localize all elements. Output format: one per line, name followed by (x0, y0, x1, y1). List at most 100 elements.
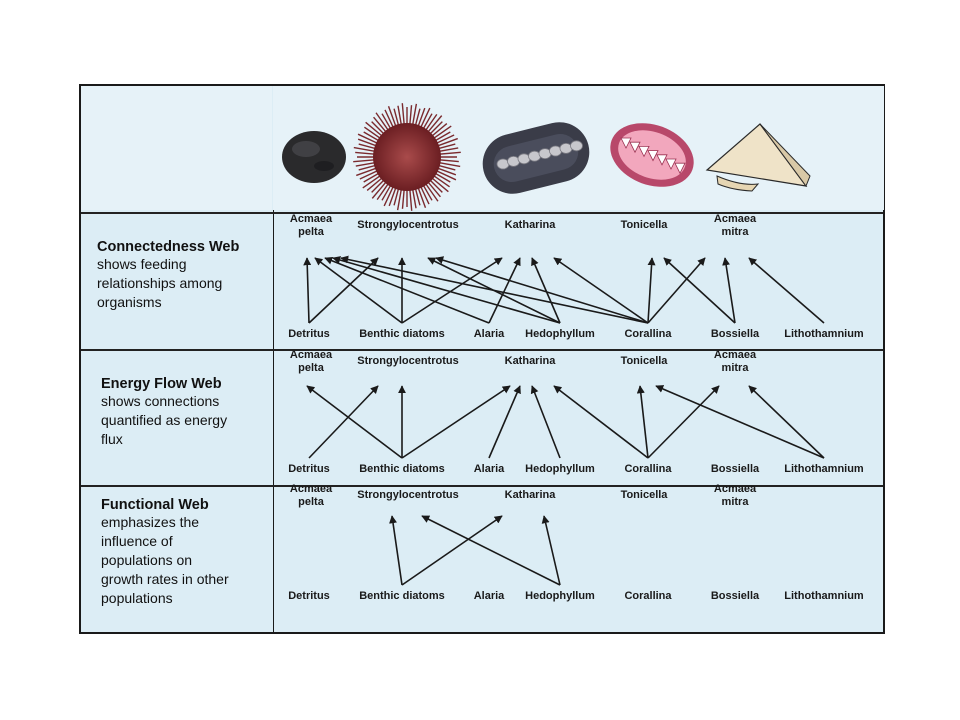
feeding-arrow (308, 385, 379, 459)
feeding-arrow (647, 257, 706, 324)
resource-label: Hedophyllum (525, 328, 595, 340)
consumer-label: pelta (298, 362, 325, 374)
feeding-arrow (401, 385, 511, 459)
consumer-label: mitra (722, 362, 750, 374)
row-description-line: growth rates in other (101, 571, 229, 587)
chiton-plate (629, 141, 641, 154)
feeding-arrow (647, 257, 656, 324)
resource-label: Corallina (624, 328, 672, 340)
feeding-arrow (488, 257, 521, 324)
resource-label: Alaria (474, 590, 505, 602)
chiton-plate (570, 140, 583, 152)
black-snail-icon (282, 131, 346, 183)
resource-label: Detritus (288, 328, 330, 340)
row-description-line: influence of (101, 533, 173, 549)
consumer-label: mitra (722, 496, 750, 508)
row-description-line: organisms (97, 294, 162, 310)
feeding-arrow (553, 257, 649, 324)
feeding-arrow (308, 257, 379, 324)
chiton-plate (620, 137, 632, 149)
row-divider-2 (81, 349, 883, 351)
chiton-tonicella-icon (610, 123, 694, 187)
feeding-arrow (647, 385, 720, 459)
resource-label: Lithothamnium (784, 328, 864, 340)
row-heading: Functional Web (101, 497, 209, 513)
consumer-label: Katharina (505, 219, 557, 231)
resource-label: Bossiella (711, 590, 760, 602)
consumer-label: Strongylocentrotus (357, 219, 458, 231)
consumer-label: mitra (722, 226, 750, 238)
feeding-arrow (748, 257, 825, 324)
limpet-cone-icon (705, 123, 811, 192)
feeding-arrow (314, 257, 403, 324)
row-divider-3 (81, 485, 883, 487)
resource-label: Bossiella (711, 328, 760, 340)
functional-web-title: Functional Web emphasizes the influence … (101, 497, 293, 608)
chiton-plate (674, 162, 686, 175)
feeding-arrow (303, 257, 312, 324)
consumer-label: Acmaea (714, 213, 757, 225)
consumer-label: Acmaea (290, 483, 333, 495)
resource-label: Corallina (624, 463, 672, 475)
resource-label: Detritus (288, 463, 330, 475)
feeding-arrow (324, 256, 490, 324)
resource-label: Hedophyllum (525, 463, 595, 475)
row-heading: Energy Flow Web (101, 376, 222, 392)
consumer-label: Acmaea (714, 483, 757, 495)
resource-label: Lithothamnium (784, 463, 864, 475)
feeding-arrow (663, 257, 736, 324)
feeding-arrow (401, 257, 503, 324)
feeding-arrow (401, 515, 503, 586)
consumer-label: Tonicella (621, 355, 669, 367)
row-divider-1 (81, 212, 883, 214)
energy-flow-web-title: Energy Flow Web shows connections quanti… (101, 376, 293, 449)
row-description-line: emphasizes the (101, 514, 200, 530)
column-divider (273, 86, 274, 632)
feeding-arrow (722, 257, 736, 324)
consumer-label: pelta (298, 496, 325, 508)
resource-label: Alaria (474, 328, 505, 340)
sea-urchin-icon (353, 103, 461, 211)
connectedness-web-title: Connectedness Web shows feeding relation… (97, 239, 289, 312)
row-description-line: flux (101, 431, 123, 447)
feeding-arrow (421, 515, 561, 586)
resource-label: Alaria (474, 463, 505, 475)
chiton-plate (647, 150, 659, 162)
row-description-line: relationships among (97, 275, 223, 291)
resource-label: Bossiella (711, 463, 760, 475)
feeding-arrow (636, 385, 649, 459)
feeding-arrow (488, 385, 521, 459)
resource-label: Corallina (624, 590, 672, 602)
consumer-label: Tonicella (621, 489, 669, 501)
consumer-label: Katharina (505, 355, 557, 367)
row-description-line: quantified as energy (101, 412, 228, 428)
consumer-label: Acmaea (290, 349, 333, 361)
resource-label: Hedophyllum (525, 590, 595, 602)
chiton-plate (665, 158, 677, 170)
row-description-line: populations on (101, 552, 193, 568)
consumer-label: Acmaea (290, 213, 333, 225)
feeding-arrow (655, 385, 825, 459)
feeding-arrow (541, 515, 561, 586)
feeding-arrow (435, 256, 649, 324)
resource-label: Benthic diatoms (359, 328, 445, 340)
consumer-label: Strongylocentrotus (357, 489, 458, 501)
feeding-arrow (332, 256, 561, 324)
feeding-arrow (340, 255, 649, 324)
consumer-label: pelta (298, 226, 325, 238)
resource-label: Detritus (288, 590, 330, 602)
header-corner (81, 86, 272, 210)
feeding-arrow (389, 515, 403, 586)
chiton-plate (638, 146, 650, 158)
feeding-arrow (553, 385, 649, 459)
chiton-katharina-icon (482, 122, 590, 194)
resource-label: Benthic diatoms (359, 590, 445, 602)
consumer-label: Acmaea (714, 349, 757, 361)
feeding-arrow (531, 257, 561, 324)
row-description-line: shows feeding (97, 256, 187, 272)
row-heading: Connectedness Web (97, 239, 240, 255)
